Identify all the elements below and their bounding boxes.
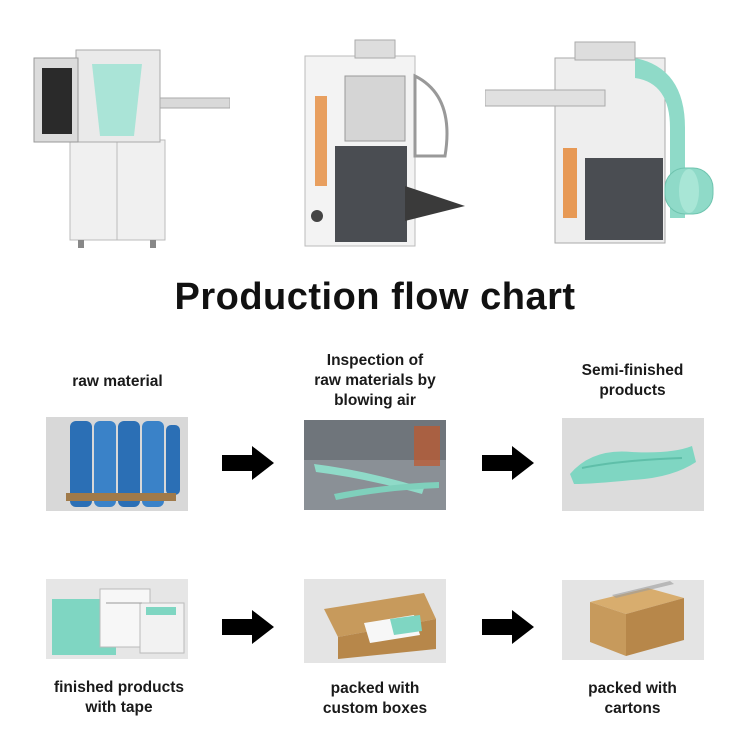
- photo-finished-products: [46, 579, 188, 659]
- arrow-right-icon: [482, 610, 534, 644]
- photo-semi-finished: [562, 418, 704, 511]
- page-title: Production flow chart: [174, 276, 576, 318]
- step-label-inspection: Inspection of raw materials by blowing a…: [314, 352, 436, 409]
- step-label-cartons: packed with cartons: [588, 680, 677, 717]
- arrow-right-icon: [482, 446, 534, 480]
- photo-raw-material: [46, 417, 188, 511]
- photo-custom-boxes: [304, 579, 446, 663]
- step-label-finished-products: finished products with tape: [53, 679, 185, 716]
- arrow-right-icon: [222, 610, 274, 644]
- machine-photo-3: [485, 38, 720, 253]
- machine-photo-2: [295, 36, 475, 256]
- step-label-semi-finished: Semi-finished products: [581, 362, 684, 399]
- photo-cartons: [562, 580, 704, 660]
- step-label-raw-material: raw material: [72, 373, 163, 390]
- photo-inspection: [304, 420, 446, 510]
- machine-photo-1: [30, 40, 230, 250]
- arrow-right-icon: [222, 446, 274, 480]
- step-label-custom-boxes: packed with custom boxes: [322, 680, 428, 717]
